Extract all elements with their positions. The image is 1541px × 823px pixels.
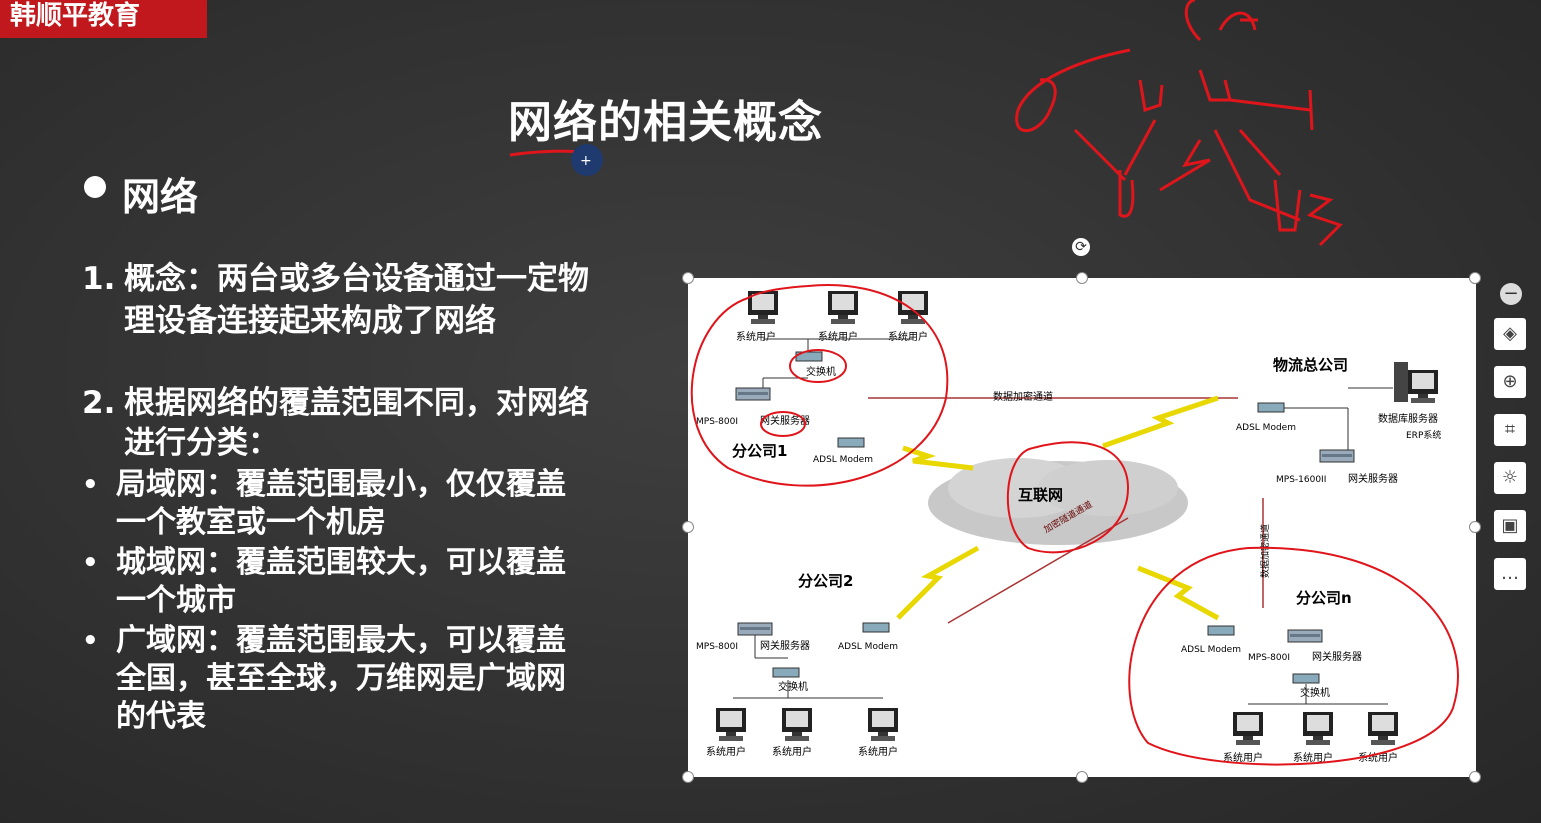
resize-handle[interactable] xyxy=(1469,272,1481,284)
point-number: 2. xyxy=(82,385,116,421)
modem-label: ADSL Modem xyxy=(838,642,898,652)
gateway-label: 网关服务器 xyxy=(1312,650,1362,663)
resize-handle[interactable] xyxy=(1469,521,1481,533)
crop-icon[interactable]: ⌗ xyxy=(1494,414,1526,446)
modem-label: ADSL Modem xyxy=(1181,645,1241,655)
user-label: 系统用户 xyxy=(706,745,746,758)
erp-label: ERP系统 xyxy=(1406,429,1441,441)
sub-line: 局域网：覆盖范围最小，仅仅覆盖 xyxy=(116,467,566,502)
section-heading: 网络 xyxy=(122,175,199,219)
idea-icon[interactable]: ☼ xyxy=(1494,462,1526,494)
user-label: 系统用户 xyxy=(1358,751,1398,764)
user-label: 系统用户 xyxy=(736,330,776,343)
more-icon[interactable]: … xyxy=(1494,558,1526,590)
internet-label: 互联网 xyxy=(1018,486,1063,504)
small-bullet-icon: • xyxy=(82,548,99,578)
page-title: 网络的相关概念 xyxy=(508,97,823,148)
switch-label: 交换机 xyxy=(806,365,836,378)
resize-handle[interactable] xyxy=(1076,771,1088,783)
sub-line: 一个教室或一个机房 xyxy=(116,505,386,540)
tunnel-label-3: 数据加密通道 xyxy=(1259,524,1271,578)
point-2: 2.根据网络的覆盖范围不同，对网络 xyxy=(82,384,589,422)
branch2-label: 分公司2 xyxy=(798,572,853,590)
sub-line: 全国，甚至全球，万维网是广域网 xyxy=(116,661,566,696)
minus-icon[interactable]: − xyxy=(1500,283,1522,305)
branch1-label: 分公司1 xyxy=(732,442,787,460)
resize-handle[interactable] xyxy=(682,771,694,783)
layers-icon[interactable]: ◈ xyxy=(1494,318,1526,350)
wan-item: • 广域网：覆盖范围最大，可以覆盖 全国，甚至全球，万维网是广域网 的代表 xyxy=(82,622,566,736)
switch-label: 交换机 xyxy=(778,680,808,693)
sub-line: 广域网：覆盖范围最大，可以覆盖 xyxy=(116,623,566,658)
point-number: 1. xyxy=(82,261,116,297)
tunnel-label-1: 数据加密通道 xyxy=(993,390,1053,403)
user-label: 系统用户 xyxy=(1293,751,1333,764)
resize-handle[interactable] xyxy=(682,272,694,284)
man-item: • 城域网：覆盖范围较大，可以覆盖 一个城市 xyxy=(82,544,566,620)
resize-handle[interactable] xyxy=(1469,771,1481,783)
point-line: 概念：两台或多台设备通过一定物 xyxy=(124,261,589,297)
picture-icon[interactable]: ▣ xyxy=(1494,510,1526,542)
point-line: 根据网络的覆盖范围不同，对网络 xyxy=(124,385,589,421)
sub-line: 一个城市 xyxy=(116,583,236,618)
rotate-icon[interactable]: ⟳ xyxy=(1072,238,1090,256)
user-label: 系统用户 xyxy=(1223,751,1263,764)
device-label: MPS-800I xyxy=(1248,653,1290,663)
user-label: 系统用户 xyxy=(888,330,928,343)
branchn-label: 分公司n xyxy=(1296,589,1352,607)
user-label: 系统用户 xyxy=(772,745,812,758)
gateway-label: 网关服务器 xyxy=(760,414,810,427)
device-label: MPS-800I xyxy=(696,642,738,652)
small-bullet-icon: • xyxy=(82,470,99,500)
device-label: MPS-800I xyxy=(696,417,738,427)
gateway-label: 网关服务器 xyxy=(760,639,810,652)
modem-label: ADSL Modem xyxy=(813,455,873,465)
modem-label: ADSL Modem xyxy=(1236,423,1296,433)
point-1: 1.概念：两台或多台设备通过一定物 xyxy=(82,260,589,298)
hq-label: 物流总公司 xyxy=(1273,356,1348,374)
svg-text:+: + xyxy=(580,153,592,169)
point-2-cont: 进行分类： xyxy=(124,425,279,461)
diagram-svg: 互联网 加密隧道通道 系统用户 系统用户 系统用户 交换机 MPS-800I 网… xyxy=(690,284,1459,766)
brand-logo: 韩顺平教育 xyxy=(0,0,207,38)
resize-handle[interactable] xyxy=(682,521,694,533)
switch-label: 交换机 xyxy=(1300,686,1330,699)
user-label: 系统用户 xyxy=(818,330,858,343)
point-1-cont: 理设备连接起来构成了网络 xyxy=(124,303,496,339)
sub-line: 城域网：覆盖范围较大，可以覆盖 xyxy=(116,545,566,580)
user-label: 系统用户 xyxy=(858,745,898,758)
device-label: MPS-1600II xyxy=(1276,475,1326,485)
gateway-label: 网关服务器 xyxy=(1348,472,1398,485)
zoom-icon[interactable]: ⊕ xyxy=(1494,366,1526,398)
sub-line: 的代表 xyxy=(116,699,206,734)
resize-handle[interactable] xyxy=(1076,272,1088,284)
bullet-icon xyxy=(84,176,106,198)
db-label: 数据库服务器 xyxy=(1378,412,1438,425)
small-bullet-icon: • xyxy=(82,626,99,656)
network-diagram[interactable]: 互联网 加密隧道通道 系统用户 系统用户 系统用户 交换机 MPS-800I 网… xyxy=(688,278,1476,777)
lan-item: • 局域网：覆盖范围最小，仅仅覆盖 一个教室或一个机房 xyxy=(82,466,566,542)
